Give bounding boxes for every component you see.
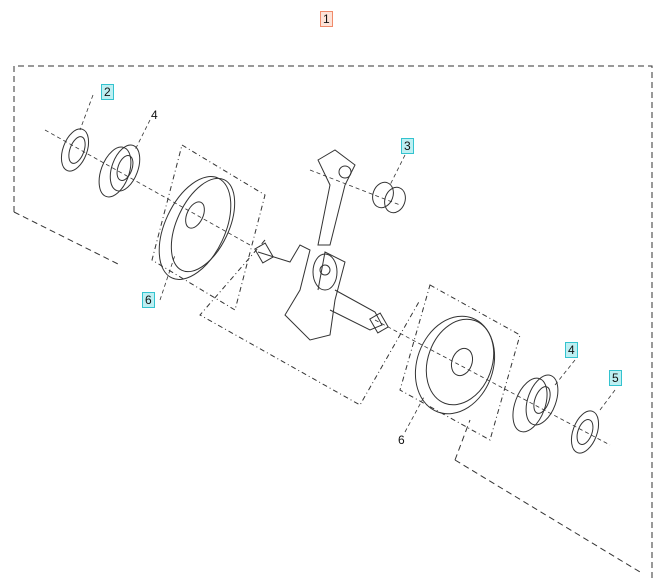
callout-4-bearing-label: 4	[151, 108, 158, 122]
needle-bearing	[372, 181, 406, 214]
flywheel-group-boundary-left	[151, 144, 266, 311]
flywheel-left	[158, 176, 236, 280]
flywheel-right	[414, 315, 496, 415]
callout-3-needle-bearing[interactable]: 3	[401, 138, 414, 154]
crankshaft-group-boundary	[199, 239, 521, 441]
assembly-boundary	[13, 65, 653, 580]
oil-seal-left	[60, 128, 90, 172]
crankshaft	[254, 242, 389, 341]
callout-5-oil-seal[interactable]: 5	[609, 370, 622, 386]
callout-4-bearing[interactable]: 4	[565, 342, 578, 358]
connecting-rod	[317, 149, 356, 246]
callout-2-oil-seal[interactable]: 2	[101, 84, 114, 100]
oil-seal-right	[570, 410, 600, 454]
callout-6-flywheel-label: 6	[398, 433, 405, 447]
callout-1-crankshaft-assembly[interactable]: 1	[320, 11, 333, 27]
bearing-left	[98, 144, 141, 198]
bearing-right	[512, 374, 559, 433]
callout-6-flywheel[interactable]: 6	[142, 292, 155, 308]
